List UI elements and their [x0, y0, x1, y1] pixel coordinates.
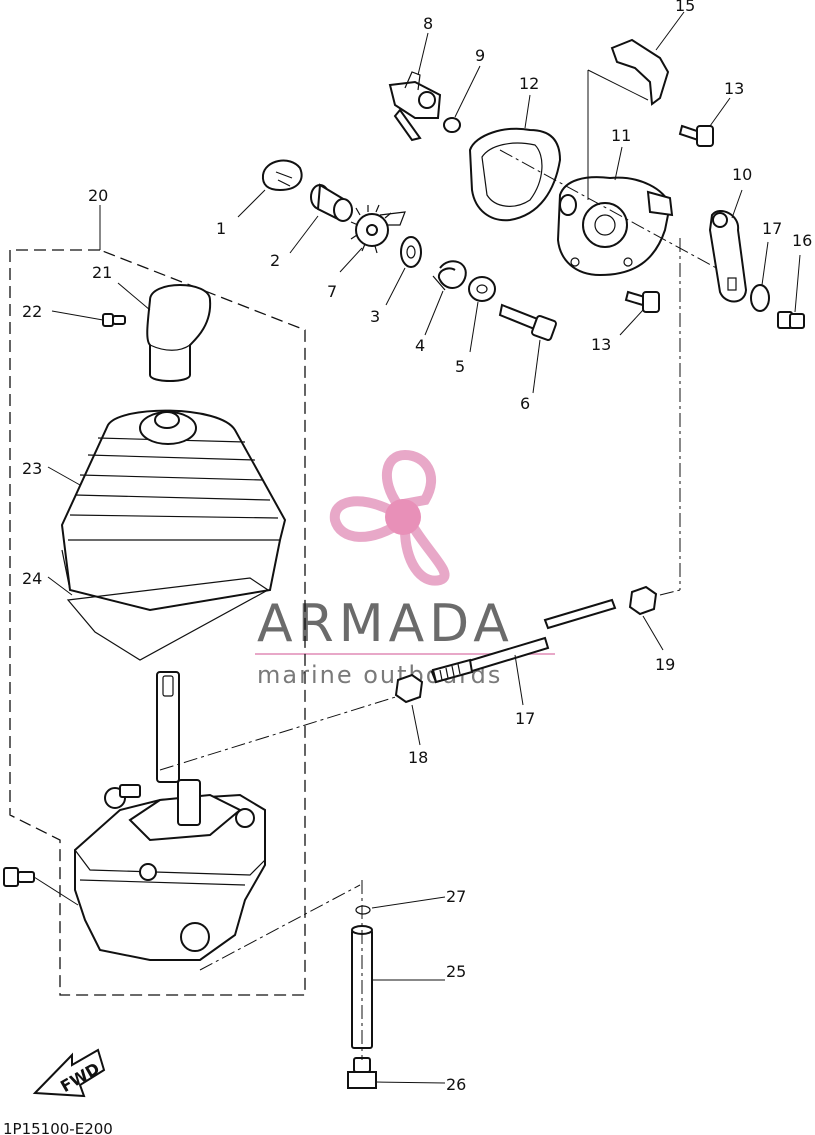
- watermark-brand: ARMADA: [257, 594, 514, 654]
- part-12-gasket: [468, 127, 562, 222]
- callout-23: 23: [22, 459, 42, 478]
- callout-13-lower: 13: [591, 335, 611, 354]
- part-1-cam: [261, 159, 303, 192]
- part-17-rod: [430, 598, 617, 684]
- callout-18: 18: [408, 748, 428, 767]
- callout-8: 8: [423, 14, 433, 33]
- housing-side-bolt: [3, 867, 35, 887]
- part-10-lever: [708, 210, 748, 303]
- part-2-collar: [310, 183, 353, 222]
- propeller-logo: [329, 449, 450, 586]
- callout-11: 11: [611, 126, 631, 145]
- part-18-nut: [394, 673, 424, 704]
- shift-lever: [156, 671, 180, 783]
- callout-14: 15: [675, 0, 695, 15]
- part-11-cover: [556, 176, 674, 277]
- callout-16: 17: [762, 219, 782, 238]
- rubber-boot: [60, 409, 287, 612]
- part-7-gear: [350, 204, 406, 254]
- callout-19: 19: [655, 655, 675, 674]
- callout-25: 25: [446, 962, 466, 981]
- callout-20: 20: [88, 186, 108, 205]
- part-4-spring: [432, 260, 467, 291]
- boot-gasket: [66, 577, 270, 661]
- part-19-nut: [628, 585, 658, 616]
- callout-7: 7: [327, 282, 337, 301]
- part-8-selector: [388, 71, 442, 142]
- part-14-bracket: [610, 38, 670, 106]
- shift-knob: [146, 284, 212, 382]
- callout-2: 2: [270, 251, 280, 270]
- part-5-washer: [468, 276, 496, 302]
- callout-12: 12: [519, 74, 539, 93]
- part-6-bolt: [498, 303, 557, 341]
- callout-13-upper: 13: [724, 79, 744, 98]
- callout-17: 17: [515, 709, 535, 728]
- knob-screw: [102, 313, 126, 327]
- callout-24: 24: [22, 569, 42, 588]
- callout-22: 22: [22, 302, 42, 321]
- part-13-screw-upper: [678, 124, 714, 147]
- callout-26: 26: [446, 1075, 466, 1094]
- part-27-clip: [355, 905, 371, 915]
- callout-9: 9: [475, 46, 485, 65]
- callout-6: 6: [520, 394, 530, 413]
- fwd-arrow-icon: FWD: [32, 1048, 106, 1098]
- callout-10: 10: [732, 165, 752, 184]
- part-26-plug: [347, 1057, 377, 1089]
- part-15-screw: [777, 311, 805, 329]
- drawing-code: 1P15100-E200: [3, 1120, 113, 1135]
- part-13-screw-lower: [624, 290, 660, 313]
- callout-5: 5: [455, 357, 465, 376]
- callout-4: 4: [415, 336, 425, 355]
- assembly-boundary-20: [9, 249, 306, 996]
- callout-3: 3: [370, 307, 380, 326]
- callout-1: 1: [216, 219, 226, 238]
- callout-15: 16: [792, 231, 812, 250]
- callout-27: 27: [446, 887, 466, 906]
- shift-housing: [74, 779, 266, 961]
- part-9-oring: [443, 117, 461, 133]
- part-3-washer: [400, 236, 422, 268]
- part-16-washer: [750, 284, 770, 312]
- callout-21: 21: [92, 263, 112, 282]
